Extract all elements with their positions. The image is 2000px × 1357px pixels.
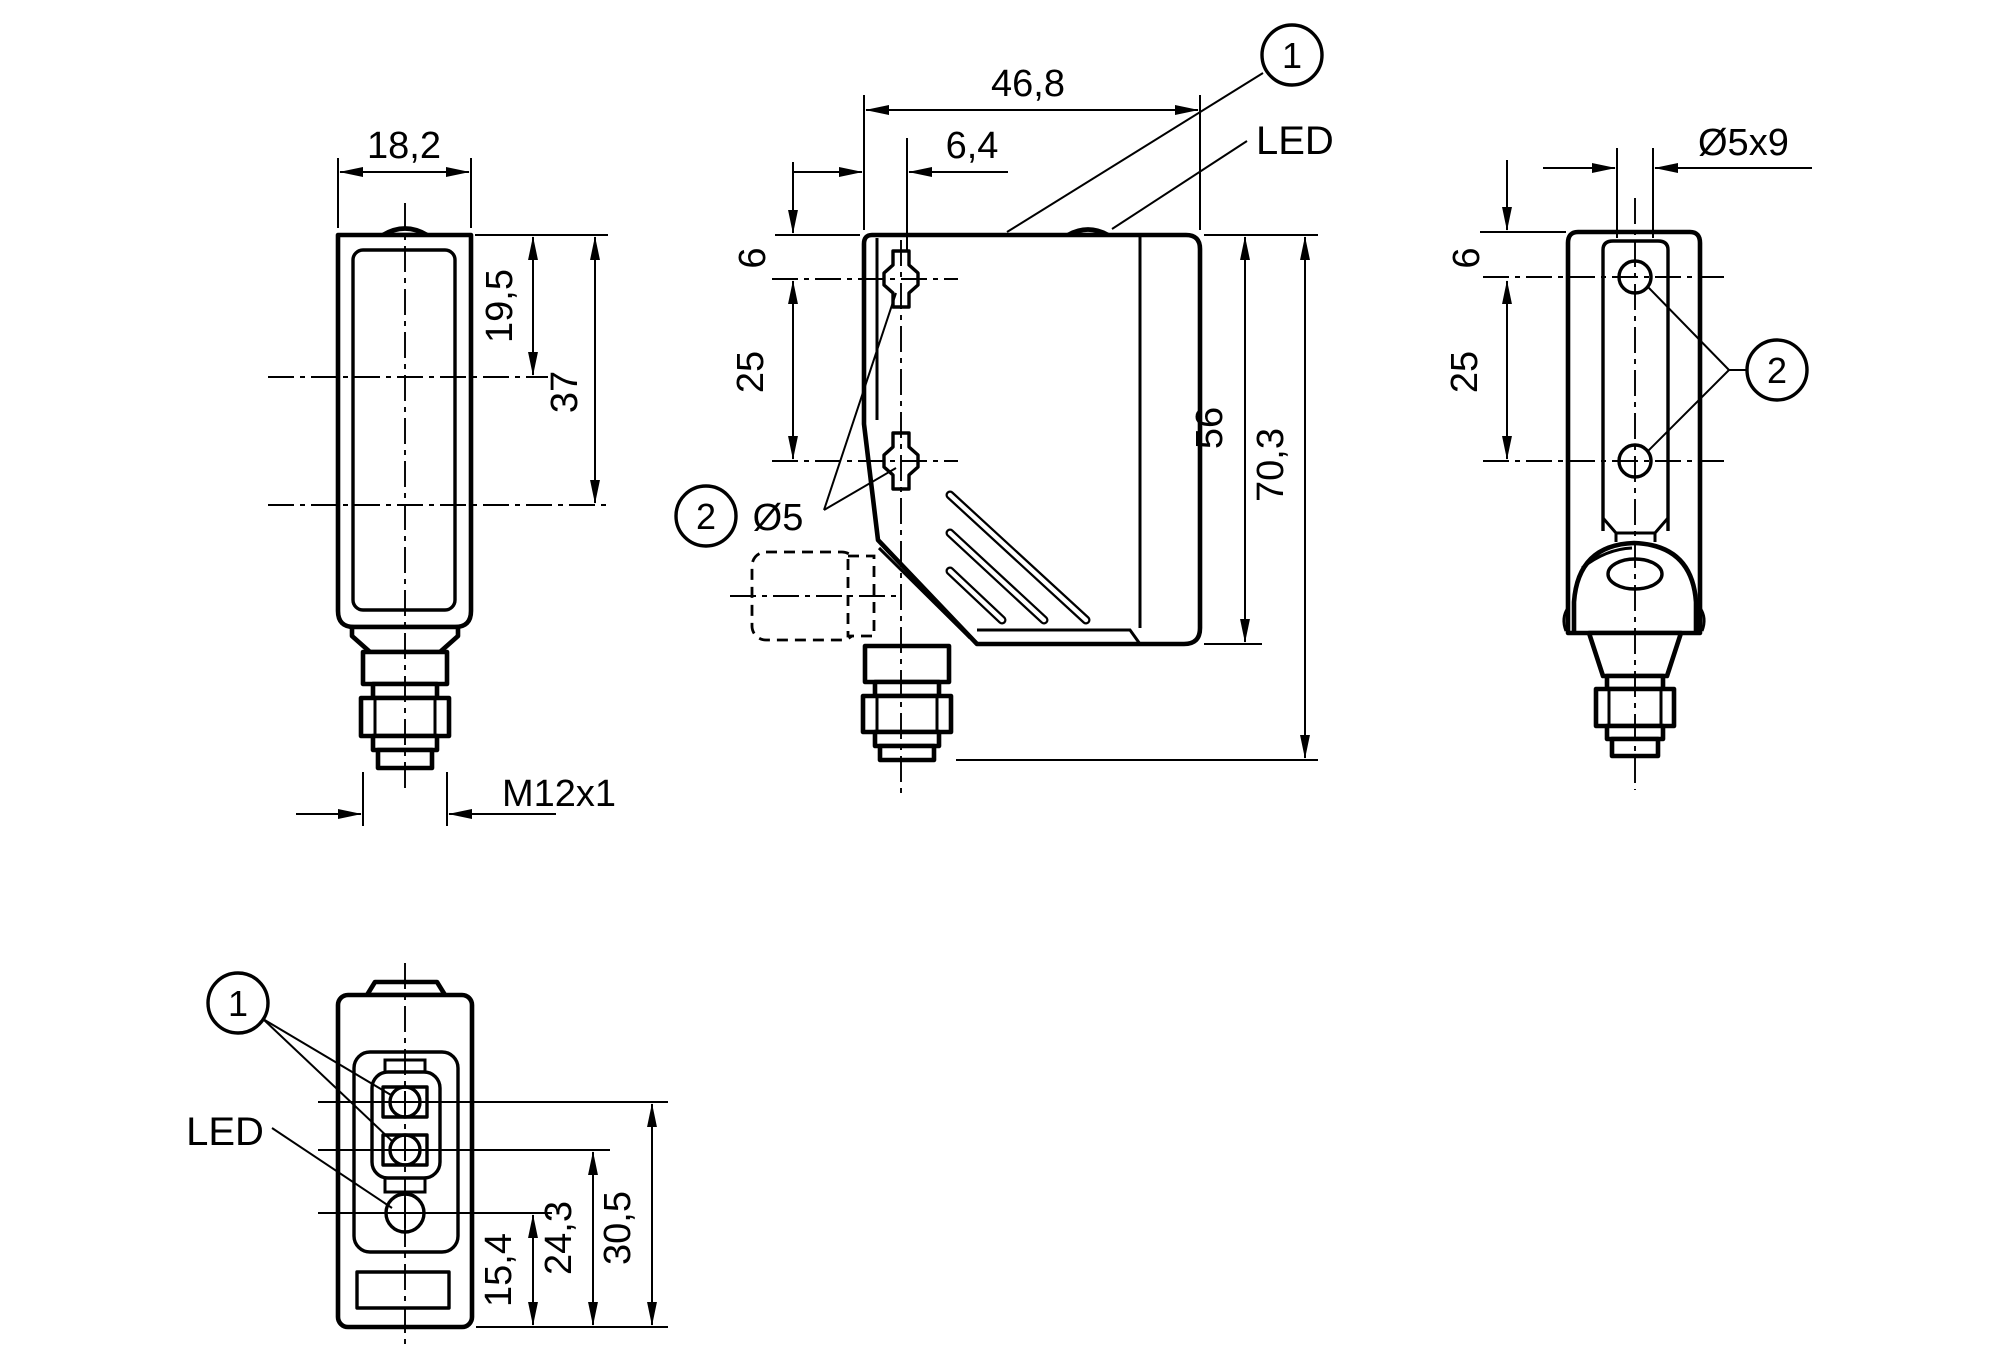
top-panel — [352, 1050, 460, 1254]
rear-dome — [1571, 540, 1699, 633]
callout-circle-2 — [674, 484, 738, 548]
dim-side-total-height: 70,3 — [1250, 428, 1292, 502]
dim-side-depth: 46,8 — [991, 63, 1065, 105]
front-view: 18,2 19,5 37 M12x1 — [268, 125, 616, 826]
side-bottom-inner-edge — [977, 628, 1142, 645]
dim-rear-hole-spacing: 25 — [1444, 351, 1486, 393]
side-connector-block — [862, 643, 952, 685]
dim-side-body-height: 56 — [1189, 407, 1231, 449]
top-led-label: LED — [186, 1110, 264, 1154]
rear-view: Ø5x9 6 25 2 — [1444, 122, 1812, 790]
dim-front-window-mid: 37 — [544, 371, 586, 413]
rear-dome-highlight — [1581, 546, 1633, 570]
callout-1-label: 1 — [228, 983, 248, 1024]
side-chamfer-inner-edge — [877, 546, 972, 640]
callout-1-label: 1 — [1282, 35, 1302, 76]
side-connector-tip — [877, 743, 937, 763]
callout-circle-1 — [206, 971, 270, 1035]
leader-line — [1111, 140, 1248, 230]
dim-front-thread: M12x1 — [502, 773, 616, 815]
rear-ear-right — [1698, 607, 1706, 632]
side-led-label: LED — [1256, 119, 1334, 163]
front-lens-window — [351, 248, 457, 612]
leader-line — [271, 1127, 393, 1209]
dim-front-window-top: 19,5 — [479, 269, 521, 343]
callout-2-label: 2 — [1767, 350, 1787, 391]
dim-top-led: 15,4 — [478, 1233, 520, 1307]
rear-connector-neck — [1586, 630, 1684, 679]
dim-side-hole-top: 6 — [732, 247, 774, 268]
leader-line — [262, 1018, 393, 1142]
callout-circle-2 — [1745, 338, 1809, 402]
leader-line — [262, 1018, 392, 1096]
dim-side-hole-dia: Ø5 — [753, 497, 804, 539]
dim-side-adjuster-offset: 6,4 — [946, 125, 999, 167]
top-view: 15,4 24,3 30,5 1 LED — [186, 963, 668, 1345]
dim-rear-hole-top: 6 — [1446, 247, 1488, 268]
rear-ear-left — [1562, 607, 1570, 632]
leader-line — [1647, 369, 1730, 452]
leader-line — [1006, 72, 1264, 233]
top-connector-window — [355, 1270, 451, 1310]
dim-side-hole-spacing: 25 — [730, 351, 772, 393]
side-grip-ribs — [945, 490, 1091, 625]
leader-line — [823, 292, 897, 511]
leader-line — [823, 467, 897, 511]
callout-circle-1 — [1260, 23, 1324, 87]
leader-line — [1647, 286, 1730, 371]
callout-2-label: 2 — [696, 496, 716, 537]
dim-top-adj1: 30,5 — [597, 1191, 639, 1265]
side-view: 46,8 6,4 6 25 Ø5 2 56 70,3 1 LED — [674, 23, 1334, 795]
dim-top-adj2: 24,3 — [538, 1201, 580, 1275]
side-body-outline — [861, 232, 1203, 647]
dim-front-width: 18,2 — [367, 125, 441, 167]
dim-rear-slot: Ø5x9 — [1698, 122, 1789, 164]
